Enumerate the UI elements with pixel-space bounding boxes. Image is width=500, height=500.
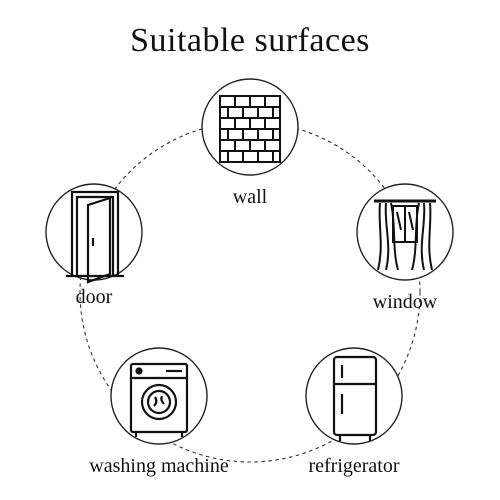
surface-label-refrigerator: refrigerator: [308, 455, 400, 477]
surface-label-window: window: [372, 291, 438, 313]
washing-machine-icon: [129, 362, 189, 437]
washing-machine-item: [110, 347, 208, 445]
window-item: [356, 183, 454, 281]
surface-label-wall: wall: [232, 186, 268, 208]
door-item: [45, 183, 143, 284]
wall-item: [201, 78, 299, 176]
page-title: Suitable surfaces: [130, 22, 370, 59]
refrigerator-item: [305, 347, 403, 445]
surface-label-door: door: [75, 286, 113, 308]
refrigerator-icon: [332, 355, 378, 441]
window-curtain-icon: [374, 199, 436, 271]
door-icon: [66, 190, 124, 284]
brick-wall-icon: [219, 95, 281, 163]
surface-label-washing-machine: washing machine: [89, 455, 229, 477]
